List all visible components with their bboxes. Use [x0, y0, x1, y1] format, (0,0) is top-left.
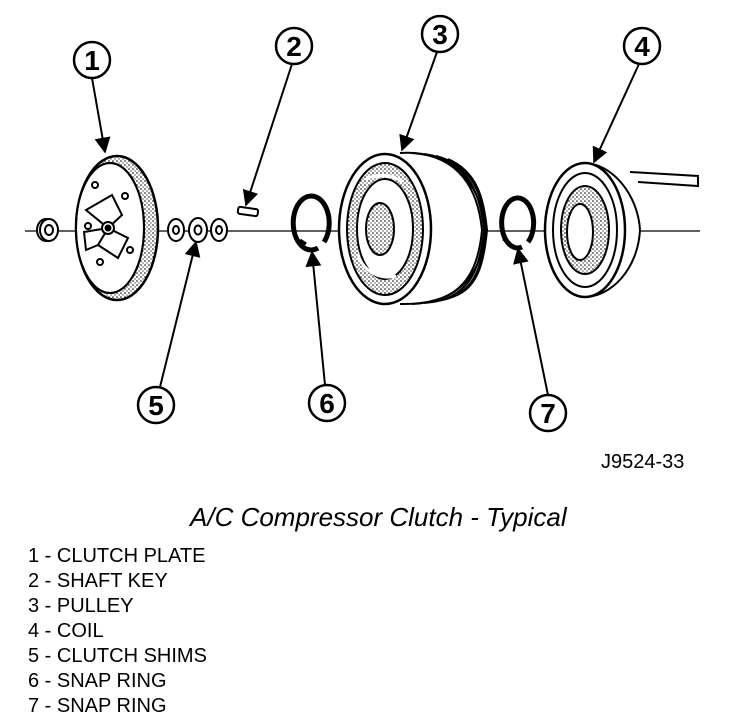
legend-item: 1 - CLUTCH PLATE	[28, 545, 206, 567]
callout-5: 5	[136, 385, 176, 425]
callout-7-number: 7	[540, 398, 556, 429]
callout-3: 3	[420, 14, 460, 54]
snap-ring-6	[290, 193, 332, 253]
legend-item: 3 - PULLEY	[28, 595, 134, 617]
leader-lines	[91, 51, 640, 396]
callout-3-number: 3	[432, 19, 448, 50]
snap-ring-7	[499, 195, 537, 251]
clutch-plate	[74, 154, 160, 302]
callout-6: 6	[307, 383, 347, 423]
figure-id: J9524-33	[601, 451, 685, 473]
exploded-view-diagram: 1 2 3 4 5 6 7	[25, 14, 700, 433]
callout-2: 2	[274, 26, 314, 66]
coil	[543, 161, 699, 299]
figure-caption: A/C Compressor Clutch - Typical	[190, 502, 567, 532]
callout-6-number: 6	[319, 388, 335, 419]
parts-legend: 1 - CLUTCH PLATE 2 - SHAFT KEY 3 - PULLE…	[28, 544, 207, 719]
pulley	[337, 151, 489, 306]
callout-2-number: 2	[286, 31, 302, 62]
callout-4-number: 4	[634, 31, 650, 62]
callout-4: 4	[622, 26, 662, 66]
callout-1: 1	[72, 40, 112, 80]
legend-item: 2 - SHAFT KEY	[28, 570, 168, 592]
shaft-key	[236, 205, 260, 218]
callout-5-number: 5	[148, 390, 164, 421]
callout-7: 7	[528, 393, 568, 433]
legend-item: 7 - SNAP RING	[28, 695, 167, 717]
callout-1-number: 1	[84, 45, 100, 76]
shaft-nut	[36, 218, 59, 242]
clutch-shims	[167, 217, 228, 243]
legend-item: 4 - COIL	[28, 620, 104, 642]
legend-item: 6 - SNAP RING	[28, 670, 167, 692]
legend-item: 5 - CLUTCH SHIMS	[28, 645, 207, 667]
